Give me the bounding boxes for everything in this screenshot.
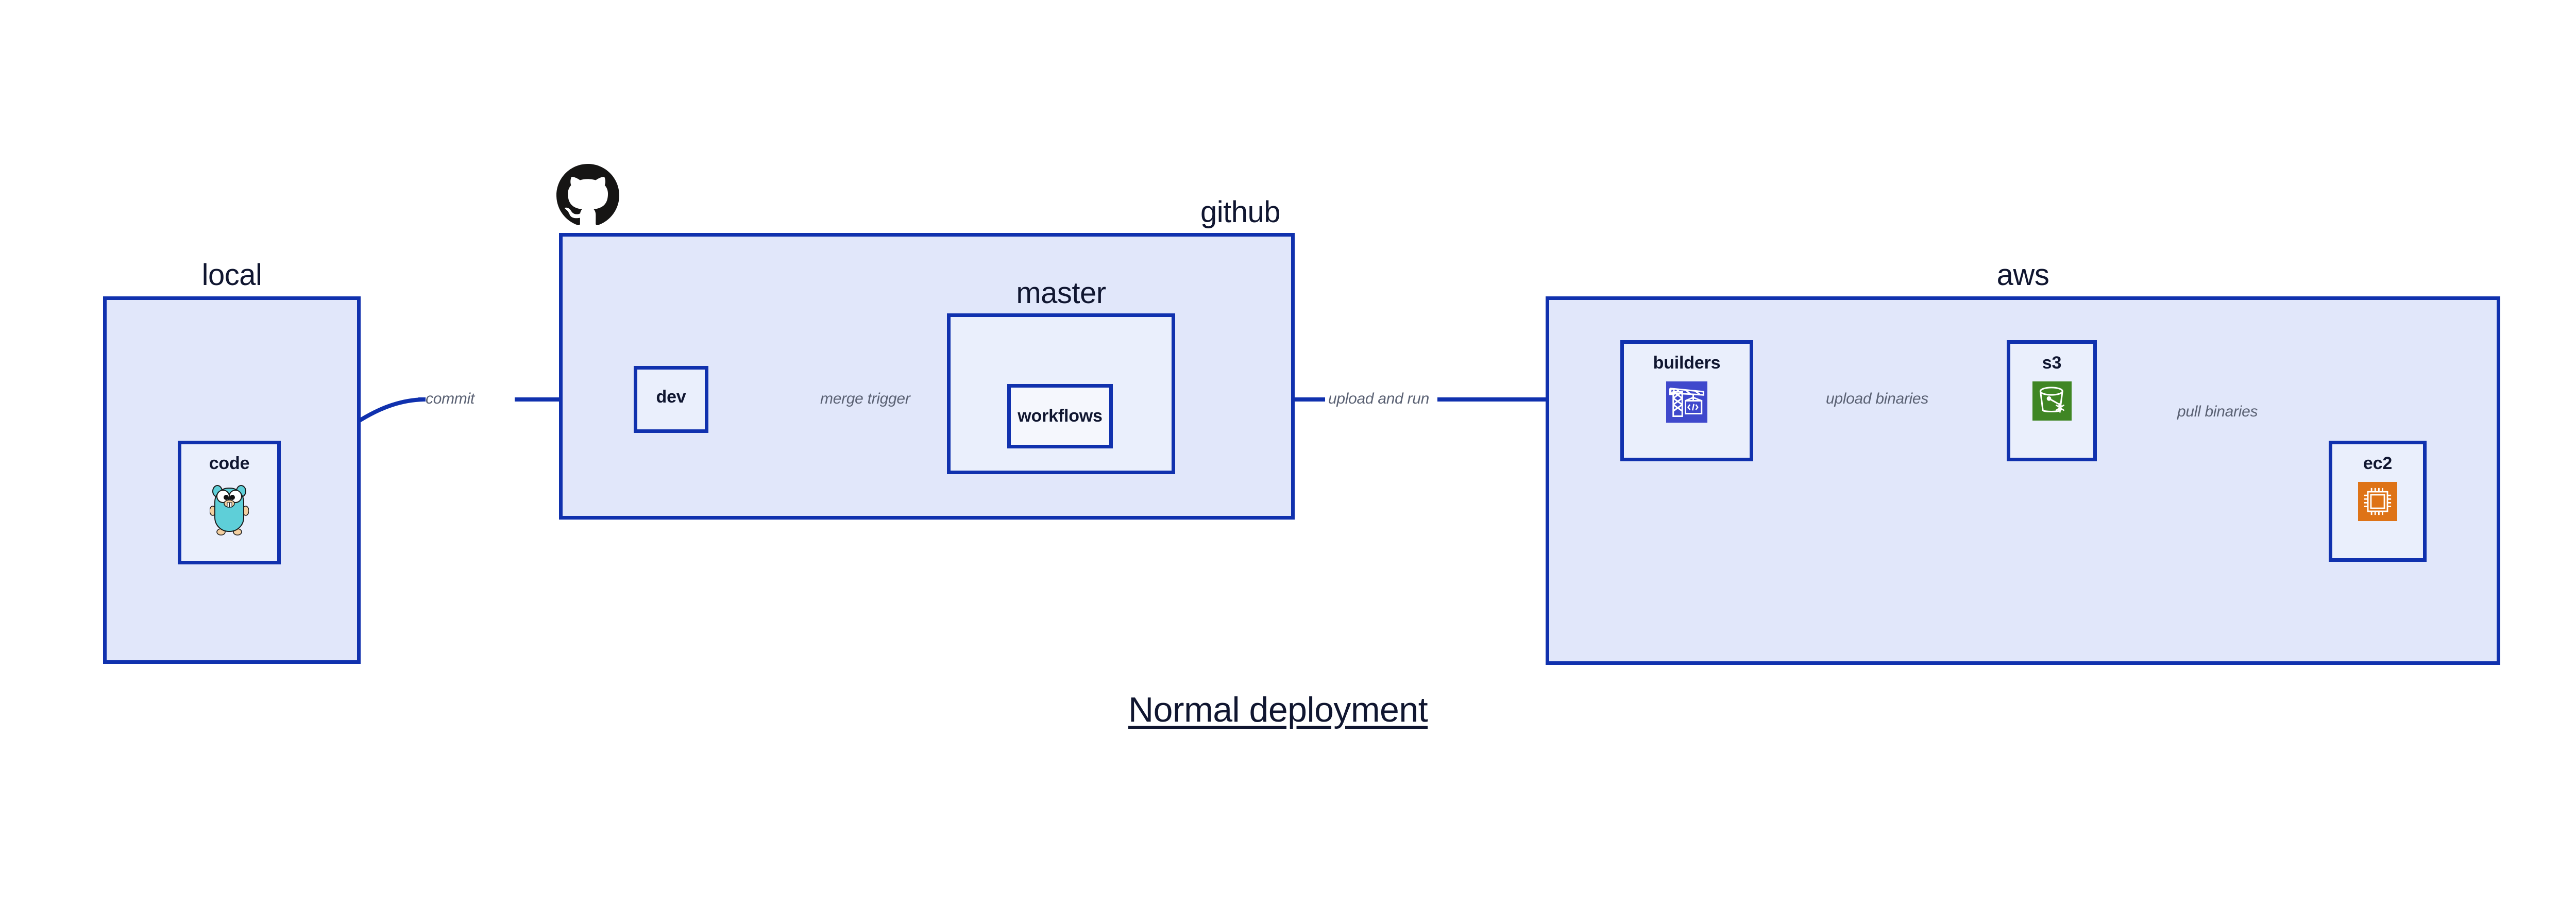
edge-label-pull-binaries: pull binaries: [2177, 403, 2258, 420]
edge-label-upload-and-run: upload and run: [1328, 390, 1429, 407]
node-ec2-label: ec2: [2363, 454, 2393, 473]
node-builders[interactable]: builders: [1620, 340, 1753, 461]
aws-s3-bucket-icon: [2032, 381, 2072, 423]
node-code[interactable]: code: [178, 441, 281, 564]
group-local-label: local: [201, 258, 262, 292]
edge-label-commit: commit: [426, 390, 474, 407]
node-dev[interactable]: dev: [634, 366, 708, 433]
aws-ec2-chip-icon: [2358, 482, 2397, 524]
group-aws-label: aws: [1996, 258, 2049, 292]
edge-label-upload-binaries: upload binaries: [1826, 390, 1928, 407]
node-workflows[interactable]: workflows: [1007, 384, 1113, 448]
edge-label-merge-trigger: merge trigger: [820, 390, 910, 407]
aws-crane-icon: [1666, 381, 1707, 425]
group-github-label: github: [1200, 195, 1281, 229]
node-code-label: code: [209, 454, 250, 473]
group-master-label: master: [1016, 276, 1106, 310]
node-s3-label: s3: [2042, 353, 2062, 373]
github-octocat-logo: [556, 164, 619, 229]
go-gopher-icon: [209, 482, 249, 538]
node-builders-label: builders: [1653, 353, 1721, 373]
node-dev-label: dev: [656, 387, 686, 407]
node-workflows-label: workflows: [1018, 406, 1103, 426]
node-ec2[interactable]: ec2: [2329, 441, 2427, 562]
node-s3[interactable]: s3: [2007, 340, 2097, 461]
diagram-caption: Normal deployment: [1128, 690, 1428, 729]
